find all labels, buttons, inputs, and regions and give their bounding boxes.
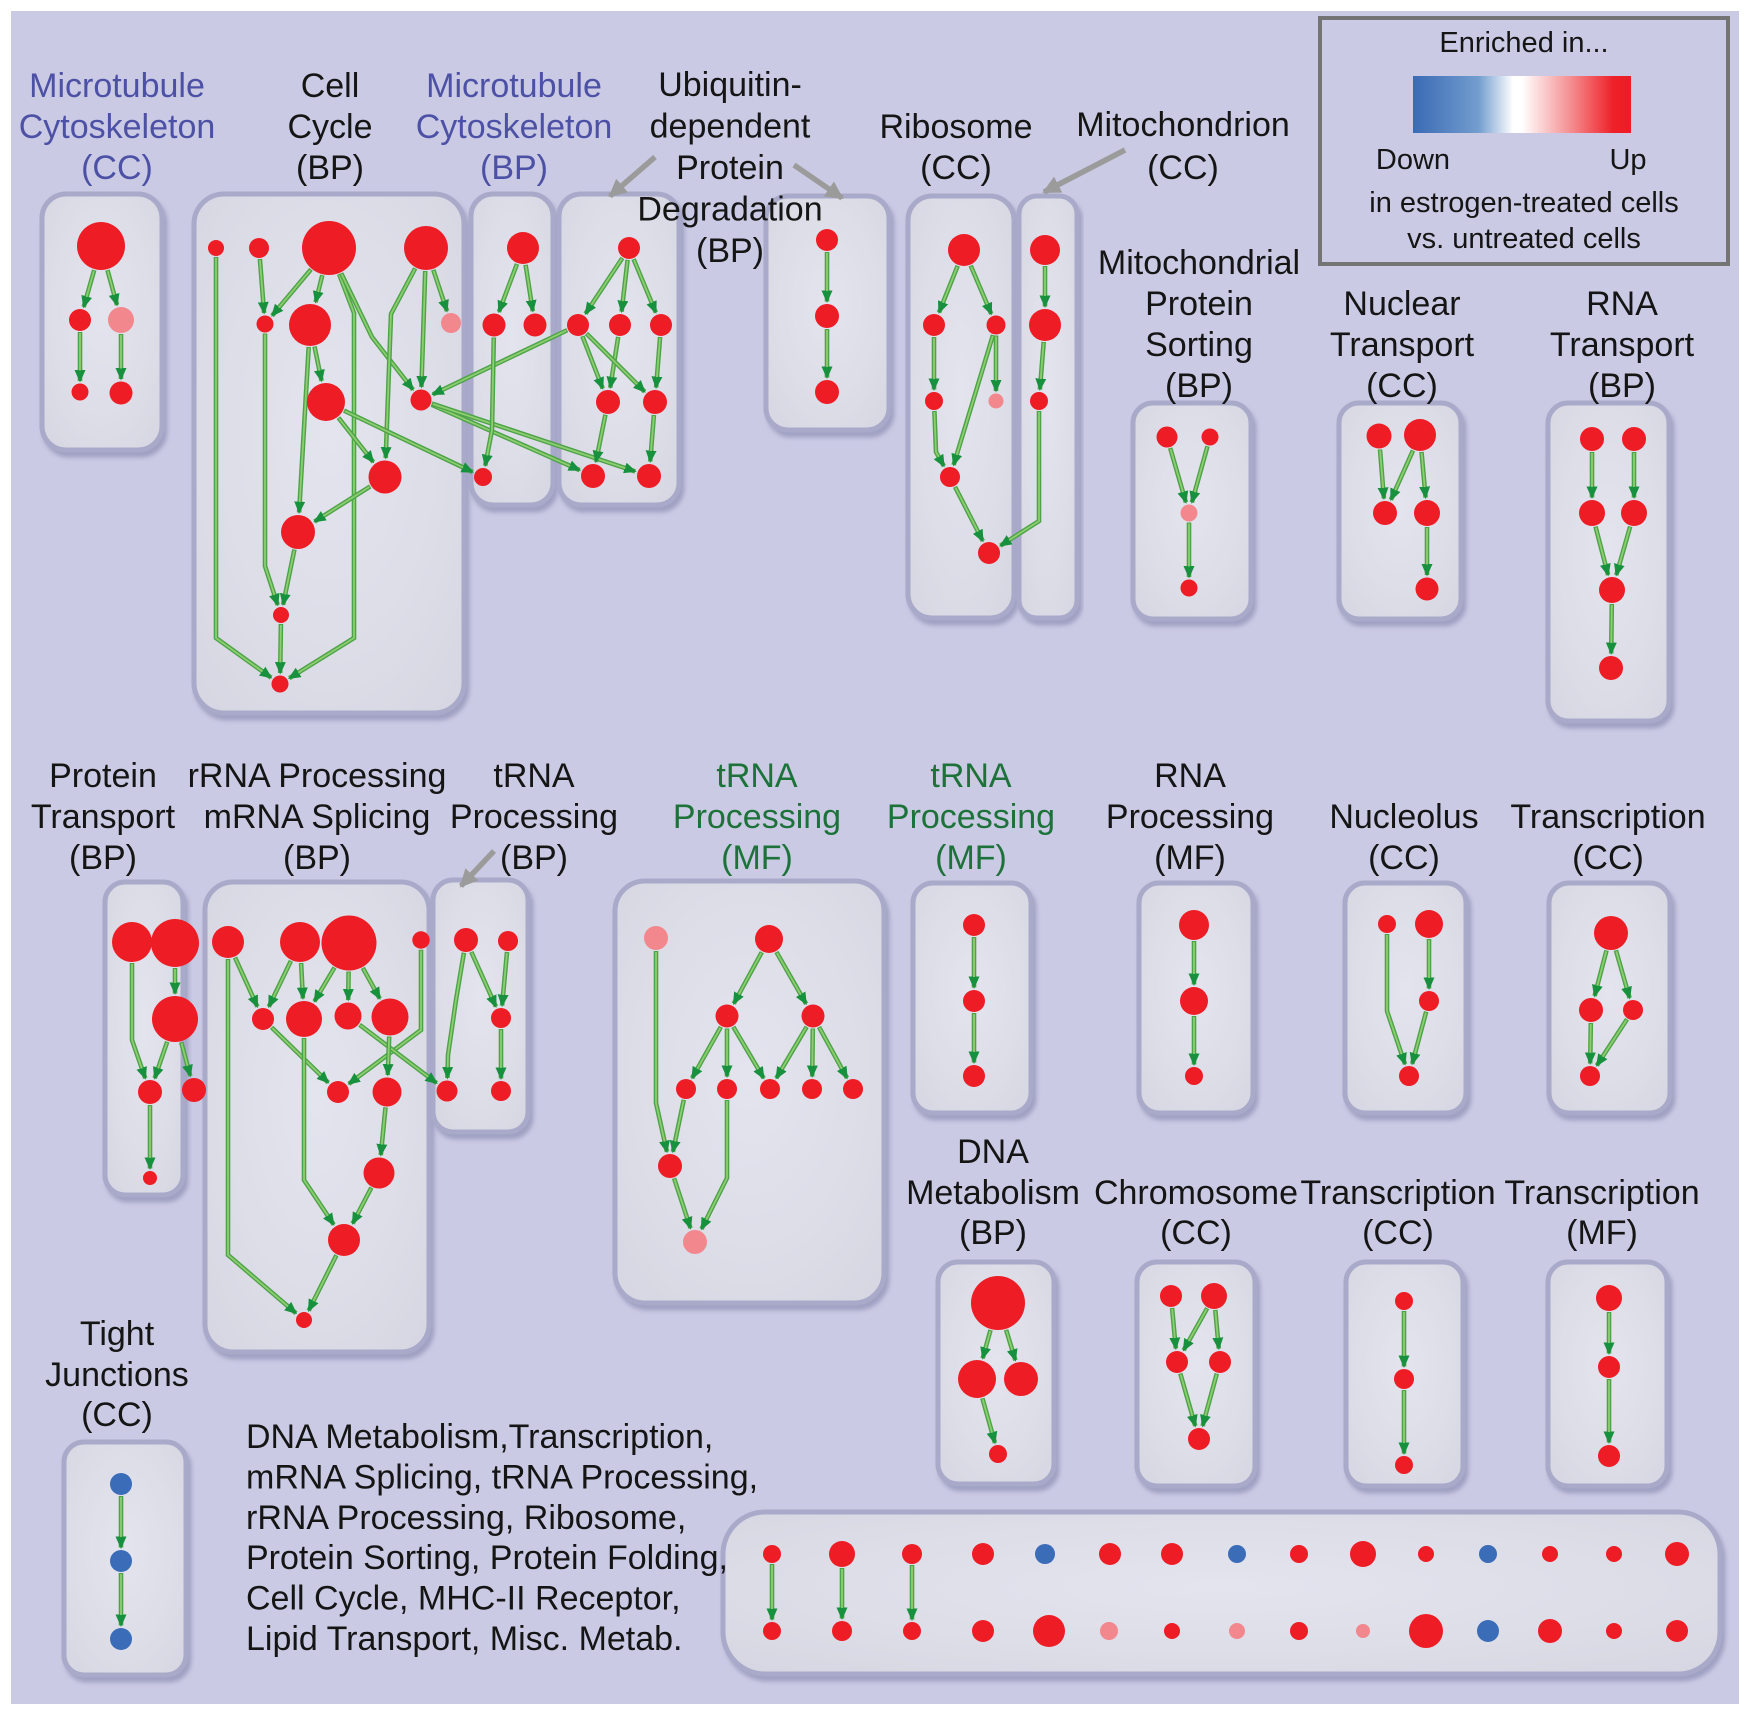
svg-text:Transport: Transport	[1330, 326, 1475, 364]
svg-text:RNA: RNA	[1586, 285, 1658, 323]
svg-text:Transcription: Transcription	[1300, 1174, 1495, 1212]
svg-text:(BP): (BP)	[283, 839, 351, 877]
svg-text:RNA: RNA	[1154, 757, 1226, 795]
svg-text:Microtubule: Microtubule	[29, 67, 205, 105]
svg-text:Down: Down	[1376, 144, 1450, 176]
svg-text:Processing: Processing	[450, 798, 618, 836]
svg-text:(MF): (MF)	[1566, 1214, 1638, 1252]
svg-text:(CC): (CC)	[1362, 1214, 1434, 1252]
svg-text:Transcription: Transcription	[1504, 1174, 1699, 1212]
svg-text:DNA Metabolism,Transcription,: DNA Metabolism,Transcription,	[246, 1418, 713, 1456]
svg-text:Nucleolus: Nucleolus	[1329, 798, 1478, 836]
svg-text:dependent: dependent	[650, 108, 811, 146]
svg-text:(CC): (CC)	[1572, 839, 1644, 877]
svg-text:Cell: Cell	[301, 67, 360, 105]
svg-text:Cytoskeleton: Cytoskeleton	[416, 108, 613, 146]
svg-text:(BP): (BP)	[696, 232, 764, 270]
svg-text:DNA: DNA	[957, 1133, 1029, 1171]
svg-text:Protein: Protein	[49, 757, 157, 795]
svg-text:Lipid Transport, Misc. Metab.: Lipid Transport, Misc. Metab.	[246, 1620, 683, 1658]
svg-text:rRNA Processing, Ribosome,: rRNA Processing, Ribosome,	[246, 1499, 686, 1537]
svg-text:rRNA Processing: rRNA Processing	[188, 757, 447, 795]
svg-text:Protein: Protein	[676, 149, 784, 187]
svg-text:Mitochondrion: Mitochondrion	[1076, 106, 1290, 144]
svg-text:Processing: Processing	[1106, 798, 1274, 836]
svg-text:(CC): (CC)	[1160, 1214, 1232, 1252]
svg-text:(CC): (CC)	[81, 1396, 153, 1434]
svg-text:(BP): (BP)	[480, 149, 548, 187]
svg-text:Transcription: Transcription	[1510, 798, 1705, 836]
svg-text:(BP): (BP)	[500, 839, 568, 877]
svg-text:tRNA: tRNA	[930, 757, 1012, 795]
svg-text:mRNA Splicing, tRNA Processing: mRNA Splicing, tRNA Processing,	[246, 1458, 758, 1496]
svg-text:mRNA Splicing: mRNA Splicing	[204, 798, 431, 836]
svg-text:Ubiquitin-: Ubiquitin-	[658, 66, 802, 104]
svg-text:Transport: Transport	[31, 798, 176, 836]
svg-text:Transport: Transport	[1550, 326, 1695, 364]
svg-text:Tight: Tight	[80, 1315, 155, 1353]
svg-text:Metabolism: Metabolism	[906, 1174, 1080, 1212]
svg-text:tRNA: tRNA	[493, 757, 575, 795]
svg-text:vs. untreated cells: vs. untreated cells	[1407, 223, 1641, 255]
svg-text:(CC): (CC)	[1366, 367, 1438, 405]
svg-text:Protein: Protein	[1145, 285, 1253, 323]
svg-text:(MF): (MF)	[1154, 839, 1226, 877]
svg-text:(CC): (CC)	[1147, 149, 1219, 187]
svg-text:(MF): (MF)	[721, 839, 793, 877]
svg-text:(CC): (CC)	[1368, 839, 1440, 877]
svg-text:(BP): (BP)	[1588, 367, 1656, 405]
svg-text:Nuclear: Nuclear	[1343, 285, 1460, 323]
svg-text:Ribosome: Ribosome	[879, 108, 1032, 146]
svg-text:tRNA: tRNA	[716, 757, 798, 795]
svg-text:(CC): (CC)	[920, 149, 992, 187]
svg-text:Up: Up	[1609, 144, 1646, 176]
svg-text:(BP): (BP)	[69, 839, 137, 877]
svg-text:Protein Sorting, Protein Foldi: Protein Sorting, Protein Folding,	[246, 1539, 728, 1577]
svg-text:Microtubule: Microtubule	[426, 67, 602, 105]
svg-text:(BP): (BP)	[959, 1214, 1027, 1252]
svg-text:in estrogen-treated cells: in estrogen-treated cells	[1369, 187, 1679, 219]
svg-text:Chromosome: Chromosome	[1094, 1174, 1298, 1212]
svg-text:Processing: Processing	[887, 798, 1055, 836]
svg-text:Cytoskeleton: Cytoskeleton	[19, 108, 216, 146]
svg-text:(BP): (BP)	[1165, 367, 1233, 405]
svg-text:(MF): (MF)	[935, 839, 1007, 877]
svg-text:Degradation: Degradation	[637, 191, 822, 229]
svg-text:(CC): (CC)	[81, 149, 153, 187]
svg-text:Cell Cycle, MHC-II Receptor,: Cell Cycle, MHC-II Receptor,	[246, 1580, 681, 1618]
svg-text:Cycle: Cycle	[287, 108, 372, 146]
svg-text:(BP): (BP)	[296, 149, 364, 187]
svg-text:Sorting: Sorting	[1145, 326, 1253, 364]
svg-text:Enriched in...: Enriched in...	[1439, 27, 1608, 59]
svg-text:Mitochondrial: Mitochondrial	[1098, 244, 1300, 282]
svg-text:Junctions: Junctions	[45, 1356, 189, 1394]
svg-text:Processing: Processing	[673, 798, 841, 836]
